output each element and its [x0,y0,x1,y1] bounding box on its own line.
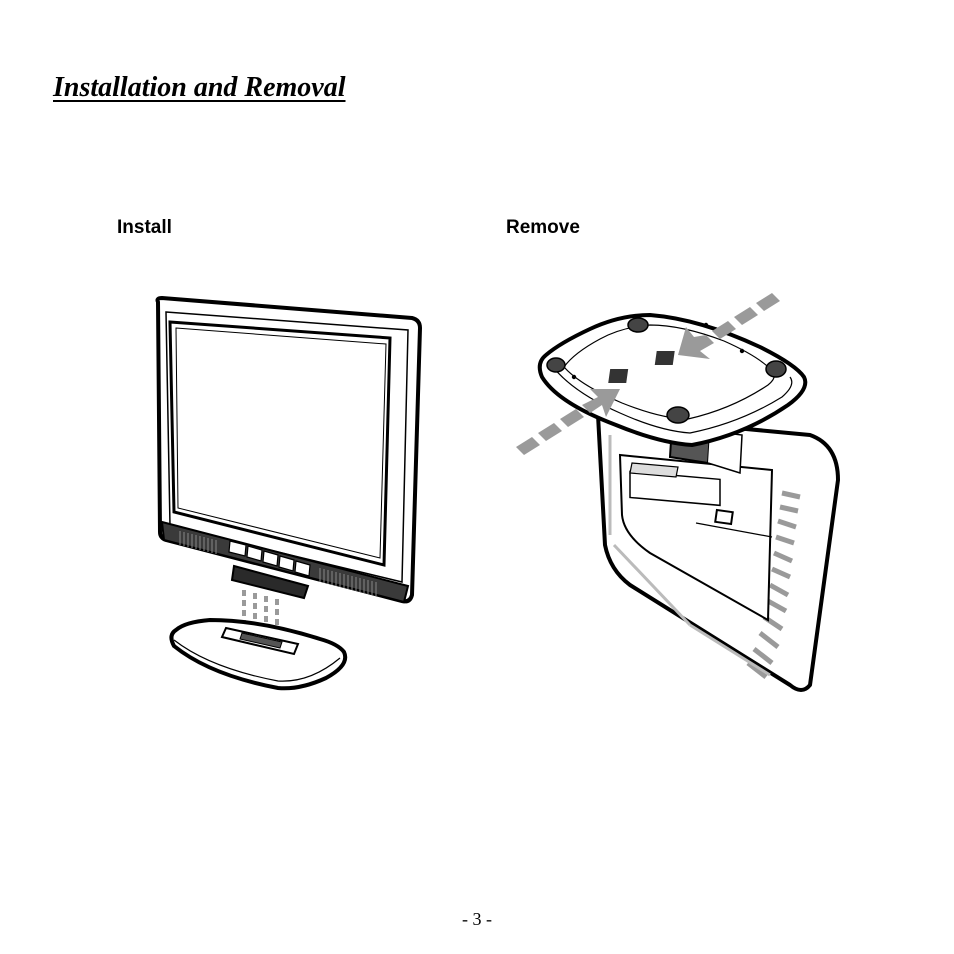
monitor-back-drawing [510,285,850,700]
remove-illustration [510,285,850,700]
power-socket [715,510,733,524]
install-illustration [150,290,430,700]
page-number: - 3 - [0,909,954,930]
install-label: Install [117,217,172,239]
monitor-base [171,620,345,688]
page-title: Installation and Removal [53,72,346,104]
remove-label: Remove [506,217,580,239]
monitor-front-drawing [150,290,430,700]
